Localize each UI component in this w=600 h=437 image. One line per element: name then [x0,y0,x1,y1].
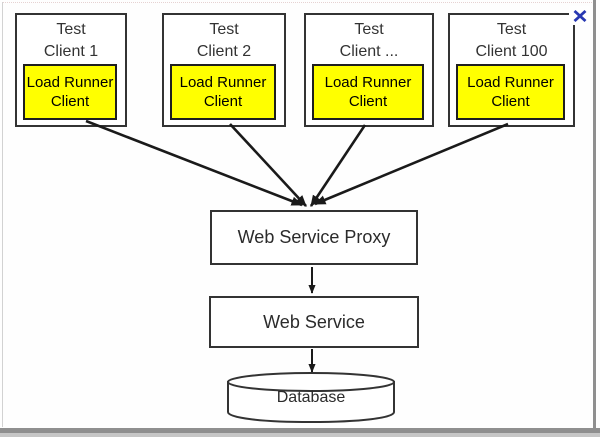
window-frame-right [593,0,596,433]
window-frame-top [2,2,594,3]
arrow-client1-to-proxy [85,119,304,207]
close-icon [573,9,586,22]
load-runner-client-box-2: Load Runner Client [170,64,276,120]
test-client-ellipsis-box: Test Client ... Load Runner Client [304,13,434,127]
load-runner-client-label-1: Load Runner Client [26,74,114,110]
database-label: Database [276,389,346,406]
web-service-box: Web Service [209,296,419,348]
close-button[interactable] [569,6,590,25]
load-runner-client-box-1: Load Runner Client [23,64,117,120]
web-service-proxy-label: Web Service Proxy [237,227,391,247]
load-runner-client-box-3: Load Runner Client [312,64,424,120]
load-runner-client-box-4: Load Runner Client [456,64,565,120]
arrow-client2-to-proxy [229,123,307,207]
test-client-2-title: Test Client 2 [196,21,252,60]
arrow-client4-to-proxy [313,122,509,206]
test-client-2-box: Test Client 2 Load Runner Client [162,13,286,127]
web-service-label: Web Service [263,311,365,332]
window-frame-bottom [0,428,600,433]
load-runner-client-label-2: Load Runner Client [179,74,267,110]
arrow-client3-to-proxy [309,124,367,207]
test-client-1-title: Test Client 1 [43,21,99,60]
load-runner-client-label-3: Load Runner Client [324,74,412,110]
window-frame-left [2,2,3,427]
web-service-proxy-box: Web Service Proxy [210,210,418,265]
load-runner-client-label-4: Load Runner Client [467,74,554,110]
test-client-ellipsis-title: Test Client ... [339,21,399,60]
test-client-1-box: Test Client 1 Load Runner Client [15,13,127,127]
test-client-100-title: Test Client 100 [475,21,548,60]
window-frame-bottom-shadow [0,433,600,437]
test-client-100-box: Test Client 100 Load Runner Client [448,13,575,127]
